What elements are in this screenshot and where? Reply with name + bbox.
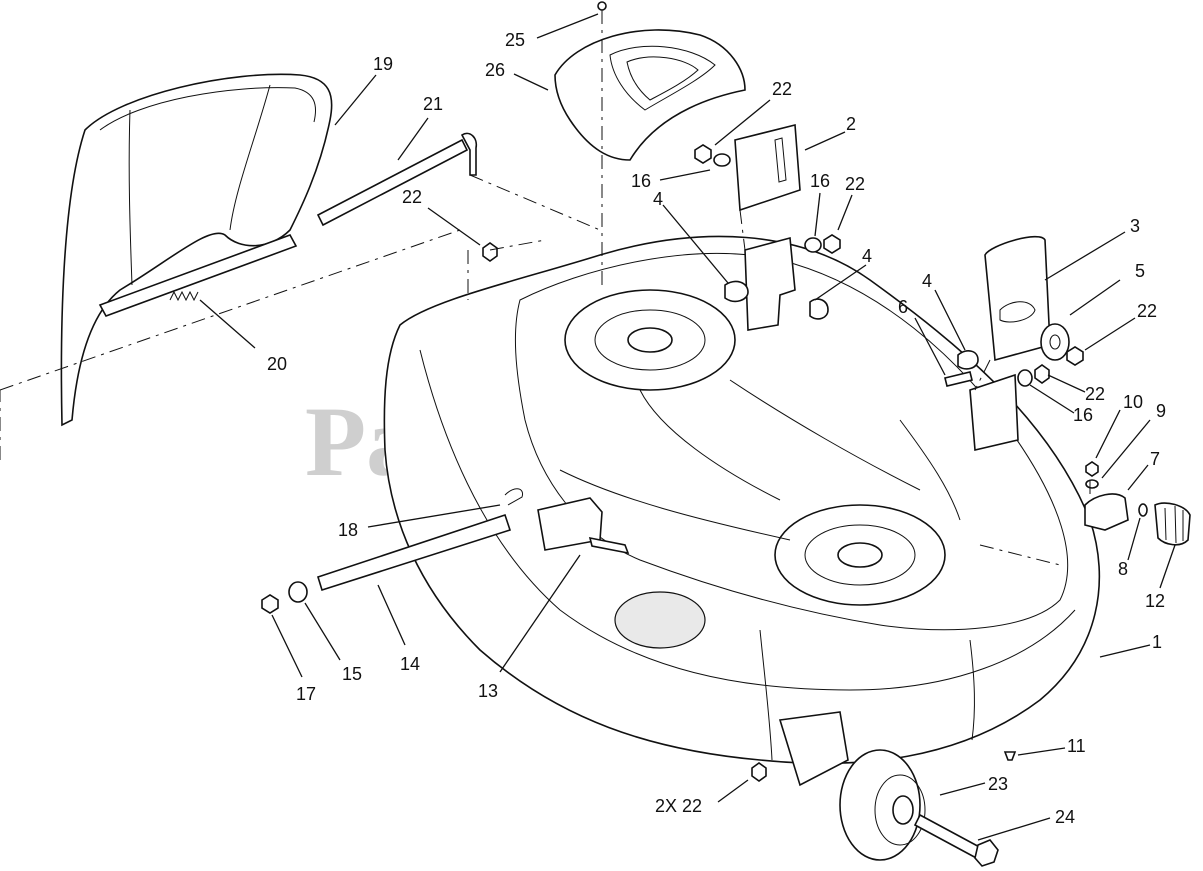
callout-7: 7 <box>1150 449 1160 469</box>
part-18-cotter-pin <box>504 488 524 506</box>
callout-23: 23 <box>988 774 1008 794</box>
callout-25: 25 <box>505 30 525 50</box>
callout-5: 5 <box>1135 261 1145 281</box>
part-20-torsion-spring <box>169 290 199 302</box>
callout-22: 22 <box>1137 301 1157 321</box>
part-26-deflector-cover <box>554 29 746 161</box>
callout-16: 16 <box>631 171 651 191</box>
callout-12: 12 <box>1145 591 1165 611</box>
callout-9: 9 <box>1156 401 1166 421</box>
callout-22: 22 <box>772 79 792 99</box>
part-3-bracket <box>984 235 1051 362</box>
callout-22: 22 <box>402 187 422 207</box>
callout-24: 24 <box>1055 807 1075 827</box>
part-23-wheel <box>778 711 926 861</box>
assembly-guide-lines <box>0 10 1091 566</box>
callout-16: 16 <box>1073 405 1093 425</box>
callout-18: 18 <box>338 520 358 540</box>
callout-8: 8 <box>1118 559 1128 579</box>
callout-13: 13 <box>478 681 498 701</box>
part-14-rod <box>317 513 512 592</box>
part-2-bracket <box>734 123 801 212</box>
callout-20: 20 <box>267 354 287 374</box>
part-5-washer <box>1040 323 1070 361</box>
callout-2: 2 <box>846 114 856 134</box>
callout-6: 6 <box>898 297 908 317</box>
part-21-chute-rod <box>316 132 478 227</box>
part-19-discharge-chute <box>60 73 333 427</box>
part-8-oring <box>1138 503 1148 517</box>
callout-11: 11 <box>1067 736 1086 756</box>
part-1-deck-housing <box>383 235 1101 765</box>
callouts: 25 26 19 21 22 2 16 4 16 22 22 3 4 4 5 6… <box>267 30 1166 827</box>
callout-4: 4 <box>922 271 932 291</box>
callout-15: 15 <box>342 664 362 684</box>
callout-3: 3 <box>1130 216 1140 236</box>
part-7-elbow-fitting <box>1084 493 1129 531</box>
part-24-bolt <box>913 813 999 867</box>
callout-22: 22 <box>845 174 865 194</box>
part-2-bracket-mounted <box>744 236 796 331</box>
part-13-pivot-bracket <box>537 497 630 555</box>
callout-19: 19 <box>373 54 393 74</box>
part-11-screw <box>1003 751 1017 761</box>
callout-26: 26 <box>485 60 505 80</box>
callout-16: 16 <box>810 171 830 191</box>
callout-1: 1 <box>1152 632 1162 652</box>
part-12-washout-cap <box>1154 502 1191 546</box>
part-3-bracket-lower <box>969 373 1019 451</box>
callout-22: 22 <box>1085 384 1105 404</box>
callout-14: 14 <box>400 654 420 674</box>
hardware-nuts-washers <box>261 1 1099 782</box>
callout-2x22: 2X 22 <box>655 796 702 816</box>
callout-4: 4 <box>653 189 663 209</box>
leader-lines <box>199 13 1176 841</box>
callout-4: 4 <box>862 246 872 266</box>
callout-10: 10 <box>1123 392 1143 412</box>
callout-21: 21 <box>423 94 443 114</box>
callout-17: 17 <box>296 684 316 704</box>
